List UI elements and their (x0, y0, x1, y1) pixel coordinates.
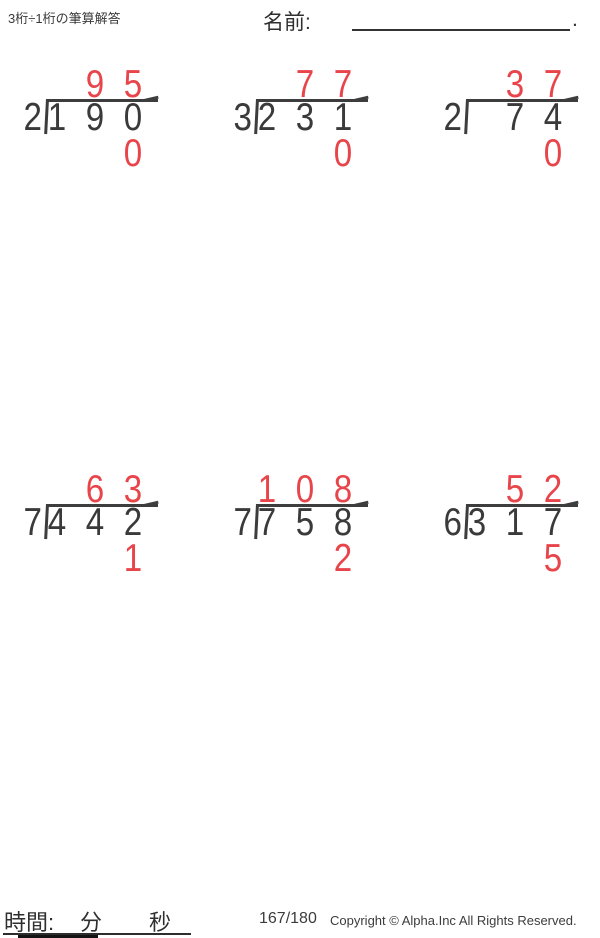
remainder-digit (461, 539, 493, 579)
minutes-label: 分 (80, 910, 103, 935)
dividend-digit: 3 (295, 96, 315, 139)
quotient-digit: 5 (505, 468, 525, 511)
dividend-digit: 2 (257, 96, 277, 139)
remainder-digit: 5 (543, 537, 563, 580)
division-bracket-bar (256, 504, 368, 507)
dividend-digit: 5 (295, 501, 315, 544)
seconds-label: 秒 (149, 910, 172, 935)
quotient-digit: 5 (123, 63, 143, 106)
quotient-digit: 7 (333, 63, 353, 106)
quotient-digit: 8 (333, 468, 353, 511)
copyright-notice: Copyright © Alpha.Inc All Rights Reserve… (330, 913, 577, 928)
remainder-row: 2 (248, 539, 362, 579)
dividend-digit: 9 (85, 96, 105, 139)
time-label: 時間: (4, 910, 55, 935)
dividend-digit (461, 98, 493, 138)
divisor: 7 (23, 501, 42, 544)
quotient-digit: 3 (123, 468, 143, 511)
division-bracket-bar (466, 504, 578, 507)
remainder-row: 0 (38, 134, 152, 174)
dividend-digit: 1 (47, 96, 67, 139)
divisor: 3 (233, 96, 252, 139)
remainder-digit (461, 134, 493, 174)
remainder-digit (41, 539, 73, 579)
quotient-digit: 1 (257, 468, 277, 511)
dividend-digit: 1 (333, 96, 353, 139)
quotient-digit: 7 (543, 63, 563, 106)
bottom-edge-artifact (18, 935, 98, 938)
division-bracket-bar (46, 504, 158, 507)
dividend-digit: 4 (85, 501, 105, 544)
quotient-digit: 2 (543, 468, 563, 511)
remainder-digit (41, 134, 73, 174)
remainder-digit (289, 539, 321, 579)
quotient-digit: 9 (85, 63, 105, 106)
remainder-digit (499, 539, 531, 579)
remainder-digit: 0 (123, 132, 143, 175)
page-title: 3桁÷1桁の筆算解答 (8, 11, 121, 26)
dividend-digit: 8 (333, 501, 353, 544)
dividend-digit: 0 (123, 96, 143, 139)
remainder-digit (251, 539, 283, 579)
name-line-period: . (572, 8, 578, 31)
dividend-digit: 7 (505, 96, 525, 139)
remainder-row: 1 (38, 539, 152, 579)
remainder-row: 0 (248, 134, 362, 174)
divisor: 2 (443, 96, 462, 139)
dividend-digit: 4 (47, 501, 67, 544)
time-entry-line: 時間: 分 秒 (3, 903, 191, 935)
remainder-digit: 2 (333, 537, 353, 580)
divisor: 2 (23, 96, 42, 139)
remainder-row: 5 (458, 539, 572, 579)
remainder-digit (289, 134, 321, 174)
dividend-digit: 3 (467, 501, 487, 544)
dividend-digit: 7 (543, 501, 563, 544)
remainder-digit (79, 539, 111, 579)
dividend-digit: 4 (543, 96, 563, 139)
division-bracket-bar (466, 99, 578, 102)
division-bracket-bar (256, 99, 368, 102)
division-bracket-bar (46, 99, 158, 102)
name-entry-line (352, 7, 570, 31)
remainder-digit (251, 134, 283, 174)
quotient-digit: 6 (85, 468, 105, 511)
dividend-digit: 7 (257, 501, 277, 544)
dividend-digit: 1 (505, 501, 525, 544)
remainder-row: 0 (458, 134, 572, 174)
divisor: 7 (233, 501, 252, 544)
divisor: 6 (443, 501, 462, 544)
page-number: 167/180 (259, 910, 317, 927)
dividend-digit: 2 (123, 501, 143, 544)
name-label: 名前: (263, 11, 311, 34)
remainder-digit: 0 (333, 132, 353, 175)
quotient-digit: 0 (295, 468, 315, 511)
remainder-digit (79, 134, 111, 174)
quotient-digit: 7 (295, 63, 315, 106)
remainder-digit (499, 134, 531, 174)
remainder-digit: 0 (543, 132, 563, 175)
remainder-digit: 1 (123, 537, 143, 580)
quotient-digit: 3 (505, 63, 525, 106)
